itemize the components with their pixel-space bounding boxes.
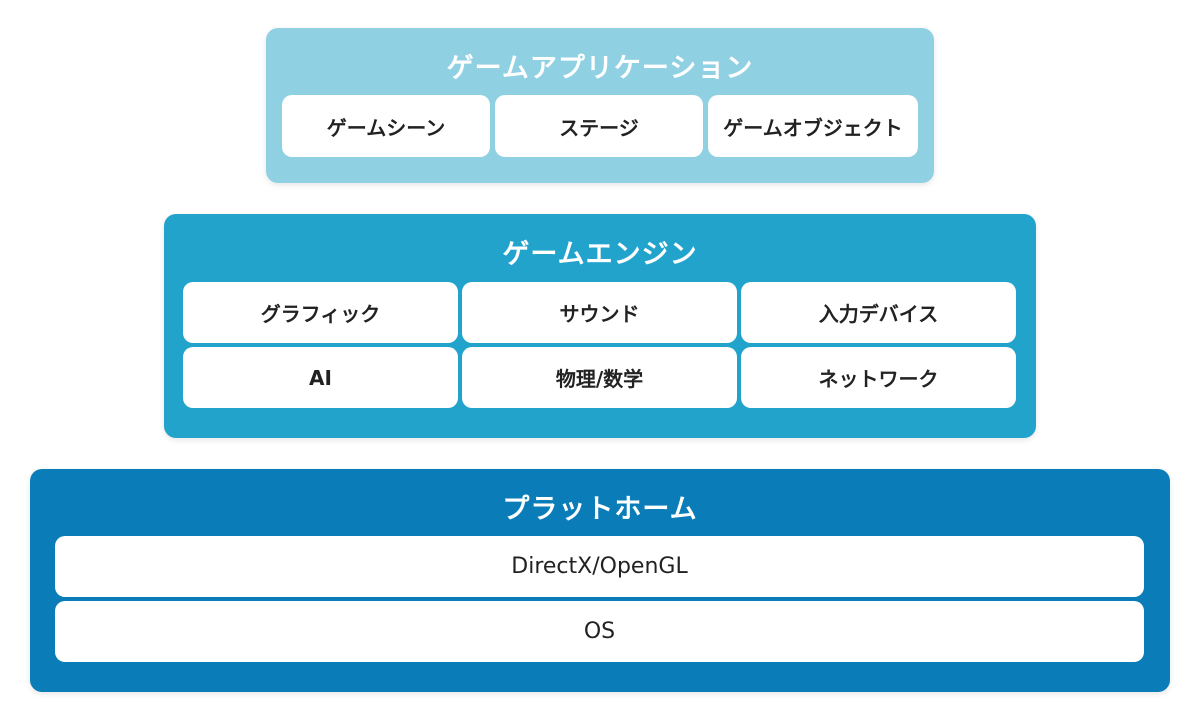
component-ai: AI xyxy=(183,347,458,408)
component-directx-opengl: DirectX/OpenGL xyxy=(55,536,1144,597)
component-input-device: 入力デバイス xyxy=(741,282,1016,343)
component-physics-math: 物理/数学 xyxy=(462,347,737,408)
layer-game-engine: ゲームエンジン グラフィック サウンド 入力デバイス AI 物理/数学 ネットワ… xyxy=(164,214,1036,438)
component-stage: ステージ xyxy=(495,95,703,157)
component-sound: サウンド xyxy=(462,282,737,343)
layer-platform: プラットホーム DirectX/OpenGL OS xyxy=(30,469,1170,692)
component-os: OS xyxy=(55,601,1144,662)
layer-title-game-application: ゲームアプリケーション xyxy=(446,53,754,84)
component-game-object: ゲームオブジェクト xyxy=(708,95,918,157)
component-graphics: グラフィック xyxy=(183,282,458,343)
layer-title-game-engine: ゲームエンジン xyxy=(502,239,698,270)
layer-game-application: ゲームアプリケーション ゲームシーン ステージ ゲームオブジェクト xyxy=(266,28,934,183)
component-game-scene: ゲームシーン xyxy=(282,95,490,157)
layer-title-platform: プラットホーム xyxy=(502,494,698,525)
component-network: ネットワーク xyxy=(741,347,1016,408)
